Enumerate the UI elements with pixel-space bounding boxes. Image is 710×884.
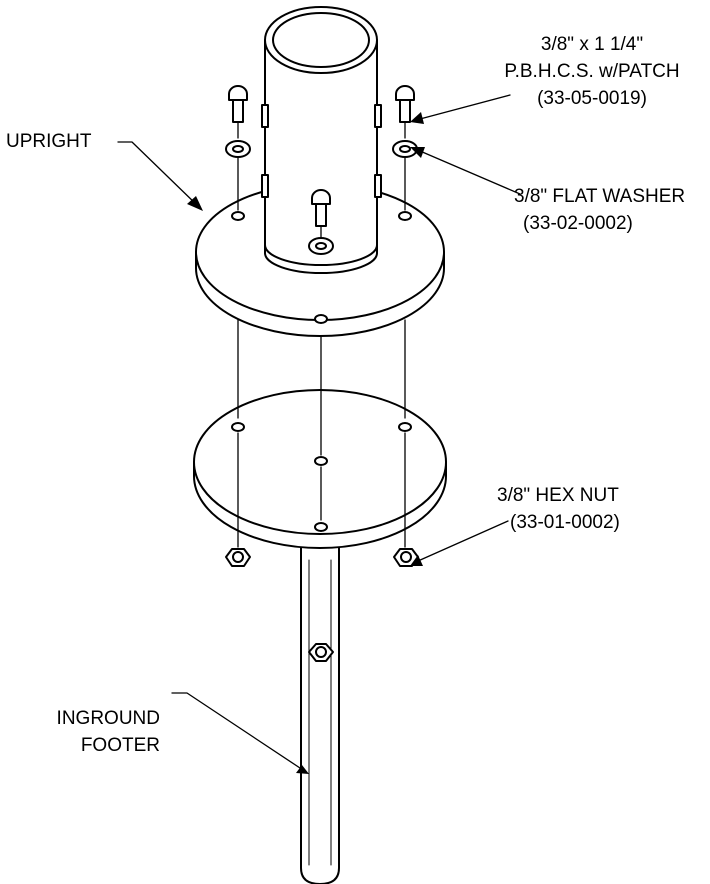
footer-label-line1: INGROUND [56, 708, 160, 729]
plate-hole [314, 456, 328, 466]
plate-hole [231, 211, 245, 221]
upright-label: UPRIGHT [6, 131, 92, 152]
washer-part-number: (33-02-0002) [523, 213, 633, 234]
inground-footer-post [300, 539, 340, 884]
bolt-type-label: P.B.H.C.S. w/PATCH [504, 61, 680, 82]
plate-hole [314, 314, 328, 324]
plate-hole [398, 211, 412, 221]
plate-hole [314, 522, 328, 532]
bolt-center [311, 189, 331, 239]
washer-label: 3/8" FLAT WASHER [514, 186, 686, 207]
leader-arrowheads [187, 112, 425, 774]
bolt-size-label: 3/8" x 1 1/4" [540, 34, 644, 55]
washer-center [308, 237, 334, 255]
bolt-right [395, 85, 415, 139]
hex-nut-left [225, 548, 251, 567]
leader-lines [117, 94, 521, 771]
upright-tube [261, 6, 382, 274]
washer-left [225, 140, 251, 211]
washer-right [392, 140, 418, 211]
bolt-part-number: (33-05-0019) [537, 88, 647, 109]
footer-base-plate [193, 389, 447, 549]
assembly-lines [237, 319, 406, 548]
plate-hole [231, 422, 245, 432]
footer-label-line2: FOOTER [80, 735, 160, 756]
hex-nut-right [393, 548, 419, 567]
bolt-left [228, 85, 248, 139]
plate-hole [398, 422, 412, 432]
hex-nut-label: 3/8" HEX NUT [497, 485, 619, 506]
hex-nut-part-number: (33-01-0002) [510, 512, 620, 533]
